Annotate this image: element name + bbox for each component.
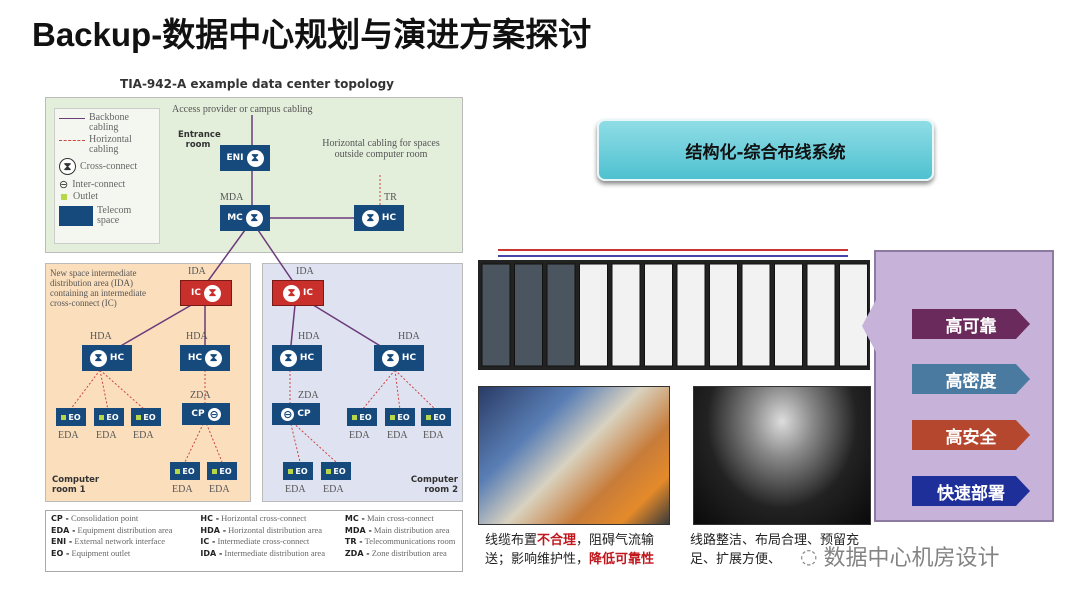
computer-room-2-label: Computer room 2 <box>410 475 458 495</box>
hda-label: HDA <box>298 331 320 342</box>
tidy-cabling-caption: 线路整洁、布局合理、预留充足、扩展方便、 <box>690 533 860 567</box>
hda-label: HDA <box>186 331 208 342</box>
feature-high-security: 高安全 <box>912 420 1030 450</box>
messy-cabling-caption: 线缆布置不合理，阻碍气流输送；影响维护性，降低可靠性 <box>485 533 655 567</box>
rack <box>709 263 738 367</box>
hda-label: HDA <box>90 331 112 342</box>
structured-cabling-banner: 结构化-综合布线系统 <box>597 119 934 181</box>
eo-outlet: EO <box>207 462 237 480</box>
new-space-label: New space intermediate distribution area… <box>50 268 146 308</box>
messy-cabling-photo <box>478 386 670 525</box>
rack-row-image <box>478 240 870 370</box>
mc-node: MC⧗ <box>220 205 270 231</box>
eo-outlet: EO <box>321 462 351 480</box>
rack <box>741 263 771 367</box>
access-label: Access provider or campus cabling <box>172 104 313 115</box>
legend-outlet: Outlet <box>73 191 98 202</box>
glossary-col-2: HC - Horizontal cross-connect HDA - Hori… <box>200 513 325 558</box>
eda-label: EDA <box>58 430 79 441</box>
tr-label: TR <box>384 192 397 203</box>
feature-high-density: 高密度 <box>912 364 1030 394</box>
eo-outlet: EO <box>170 462 200 480</box>
rack <box>774 263 803 367</box>
rack <box>546 263 576 367</box>
zda-label: ZDA <box>298 390 319 401</box>
rack <box>676 263 706 367</box>
rack <box>579 263 608 367</box>
ida-label-2: IDA <box>296 266 314 277</box>
rack <box>481 263 511 367</box>
rack <box>514 263 543 367</box>
eda-label: EDA <box>133 430 154 441</box>
glossary-col-3: MC - Main cross-connect MDA - Main distr… <box>344 513 456 558</box>
tidy-cabling-photo <box>693 386 871 525</box>
wechat-icon: ◌ <box>800 544 818 568</box>
feature-rapid-deployment: 快速部署 <box>912 476 1030 506</box>
computer-room-1-label: Computer room 1 <box>52 475 100 495</box>
legend-inter-connect: Inter-connect <box>72 179 126 190</box>
topology-legend: Backbone cabling Horizontal cabling ⧗ Cro… <box>54 108 160 244</box>
hda-hc-node-1: ⧗HC <box>82 345 132 371</box>
ida-ic-node-2: ⧗IC <box>272 280 324 306</box>
zda-label: ZDA <box>190 390 211 401</box>
eda-label: EDA <box>172 484 193 495</box>
legend-backbone: Backbone cabling <box>89 112 129 133</box>
cross-connect-icon: ⧗ <box>59 158 76 175</box>
eo-outlet: EO <box>347 408 377 426</box>
legend-telecom: Telecom space <box>97 205 132 226</box>
telecom-space-icon <box>59 206 93 226</box>
tr-hc-node: ⧗HC <box>354 205 404 231</box>
watermark: ◌数据中心机房设计 <box>800 544 1000 571</box>
eo-outlet: EO <box>283 462 313 480</box>
zda-cp-node-2: ⊖CP <box>272 403 320 425</box>
rack <box>611 263 641 367</box>
horizontal-note: Horizontal cabling for spaces outside co… <box>322 138 440 160</box>
banner-text: 结构化-综合布线系统 <box>685 142 846 163</box>
hda-label: HDA <box>398 331 420 342</box>
eo-outlet: EO <box>94 408 124 426</box>
eo-outlet: EO <box>385 408 415 426</box>
panel-pointer <box>862 300 876 352</box>
eda-label: EDA <box>209 484 230 495</box>
hda-hc-node-3: ⧗HC <box>272 345 322 371</box>
outlet-icon <box>61 194 67 200</box>
page-title: Backup-数据中心规划与演进方案探讨 <box>32 16 592 53</box>
eda-label: EDA <box>423 430 444 441</box>
hda-hc-node-4: ⧗HC <box>374 345 424 371</box>
entrance-room-label: Entrance room <box>178 130 221 150</box>
hda-hc-node-2: HC⧗ <box>180 345 230 371</box>
topology-title: TIA-942-A example data center topology <box>120 77 394 91</box>
eo-outlet: EO <box>421 408 451 426</box>
rack <box>806 263 836 367</box>
eda-label: EDA <box>387 430 408 441</box>
eo-outlet: EO <box>56 408 86 426</box>
eda-label: EDA <box>349 430 370 441</box>
legend-cross-connect: Cross-connect <box>80 160 138 172</box>
eda-label: EDA <box>285 484 306 495</box>
legend-horizontal: Horizontal cabling <box>89 134 132 155</box>
zda-cp-node-1: CP⊖ <box>182 403 230 425</box>
eo-outlet: EO <box>131 408 161 426</box>
eni-node: ENI⧗ <box>220 145 270 171</box>
glossary: CP - Consolidation point EDA - Equipment… <box>45 510 463 572</box>
feature-high-reliability: 高可靠 <box>912 309 1030 339</box>
mda-label: MDA <box>220 192 244 203</box>
eda-label: EDA <box>323 484 344 495</box>
ida-ic-node-1: IC⧗ <box>180 280 232 306</box>
rack <box>644 263 673 367</box>
inter-connect-icon: ⊖ <box>59 179 69 191</box>
eda-label: EDA <box>96 430 117 441</box>
ida-label-1: IDA <box>188 266 206 277</box>
glossary-col-1: CP - Consolidation point EDA - Equipment… <box>51 513 173 558</box>
